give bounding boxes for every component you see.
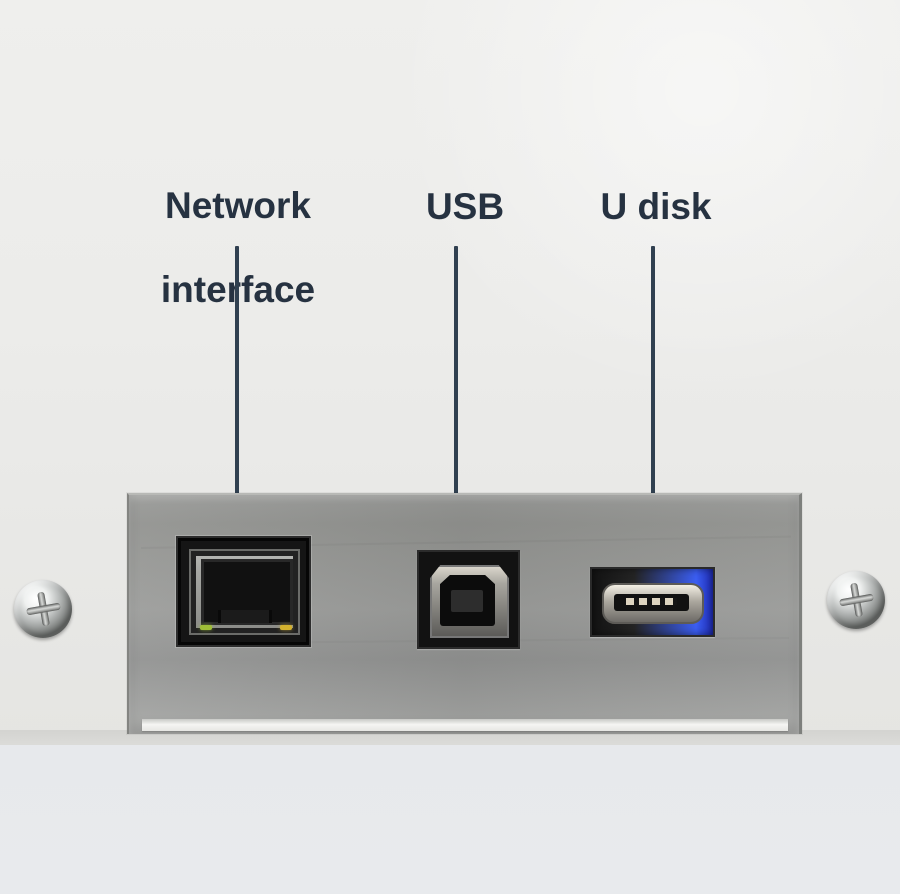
ethernet-port-latch-slot [218,610,272,623]
lower-background [0,745,900,894]
usb-a-contacts [626,598,677,605]
usb-b-port-icon[interactable] [417,550,520,649]
ethernet-port-icon[interactable] [176,536,311,647]
ethernet-link-led-icon [200,625,212,630]
ethernet-activity-led-icon [280,625,292,630]
usb-b-contact-tongue [451,590,483,612]
screw-icon [14,580,72,638]
screw-icon [827,571,885,629]
usb-a-port-icon[interactable] [590,567,715,637]
port-panel-bottom-ledge [142,719,788,731]
